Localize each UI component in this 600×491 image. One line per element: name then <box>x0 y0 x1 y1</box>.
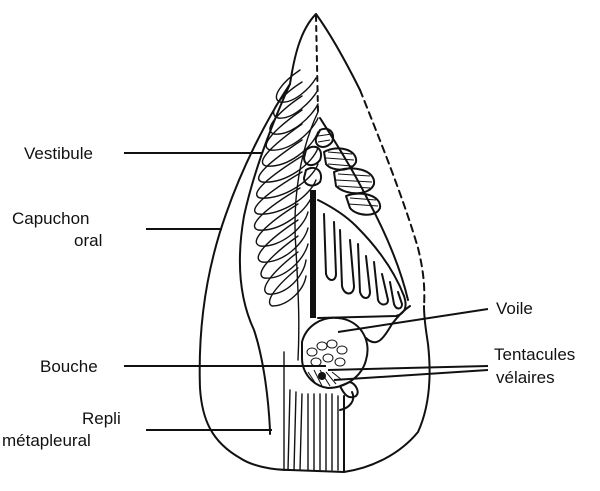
leader-tentacules-b <box>333 369 489 381</box>
leader-lines <box>124 152 489 431</box>
leader-voile <box>337 308 489 333</box>
label-voile: Voile <box>496 299 533 318</box>
label-bouche: Bouche <box>40 357 98 376</box>
label-repli-line1: Repli <box>82 409 121 428</box>
label-capuchon-line1: Capuchon <box>12 209 90 228</box>
oral-hood <box>238 83 319 435</box>
label-capuchon-line2: oral <box>74 231 102 250</box>
leader-tentacules-a <box>327 365 489 371</box>
label-tentacules-line1: Tentacules <box>494 345 575 364</box>
vestibule-ridges <box>253 69 319 307</box>
label-repli-line2: métapleural <box>2 431 91 450</box>
pharyngeal-lobes <box>303 117 409 301</box>
velum-mouth <box>301 305 411 411</box>
body-outline <box>198 13 431 473</box>
label-vestibule: Vestibule <box>24 144 93 163</box>
ventral-striations <box>283 351 345 473</box>
label-tentacules-line2: vélaires <box>496 368 555 387</box>
buccal-cirri-region <box>310 190 407 319</box>
